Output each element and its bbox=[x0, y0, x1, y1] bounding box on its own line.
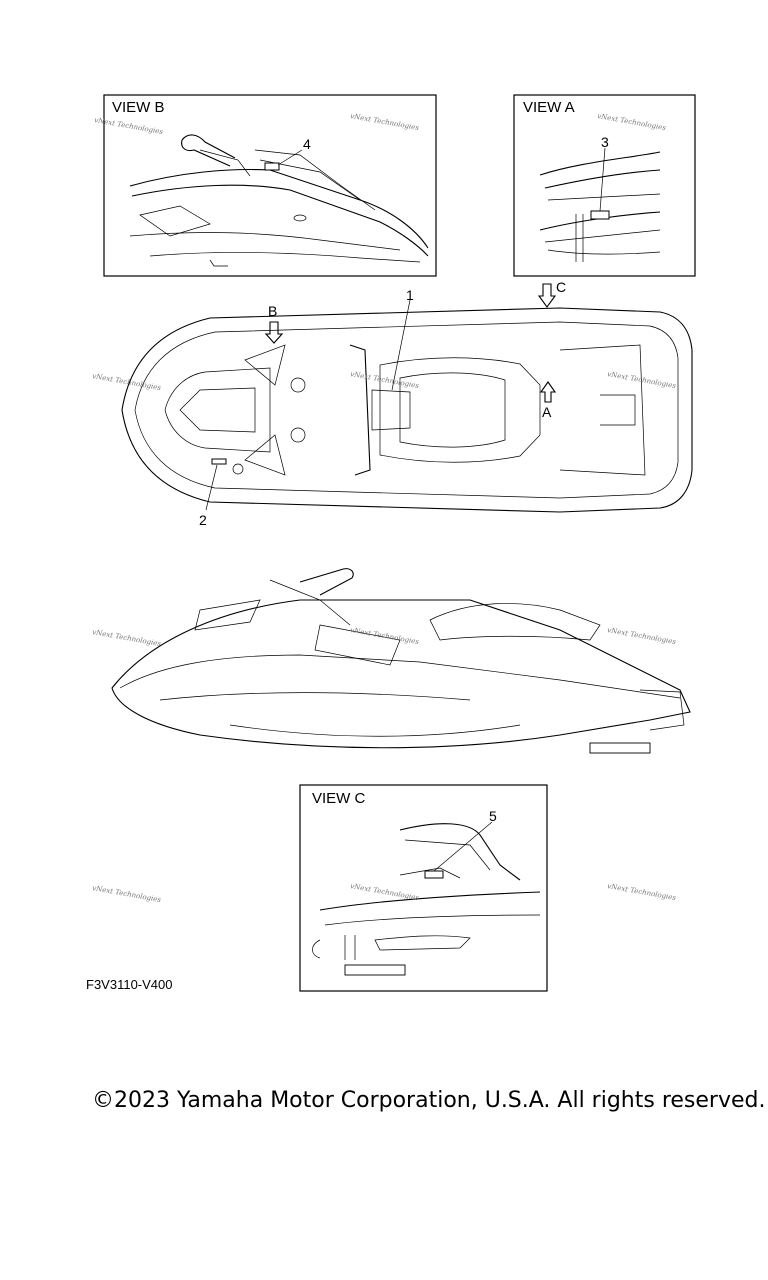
arrow-c-icon bbox=[537, 283, 557, 308]
view-b-panel: VIEW B 4 bbox=[103, 94, 437, 277]
callout-1: 1 bbox=[406, 287, 414, 303]
callout-3: 3 bbox=[601, 134, 609, 150]
arrow-b-icon bbox=[264, 321, 284, 344]
view-c-panel: VIEW C 5 bbox=[299, 784, 548, 992]
view-a-panel: VIEW A 3 bbox=[513, 94, 696, 277]
arrow-b-label: B bbox=[268, 303, 277, 319]
arrow-a-icon bbox=[539, 381, 557, 403]
top-view: 1 2 B C A bbox=[121, 279, 693, 528]
part-code: F3V3110-V400 bbox=[86, 977, 173, 992]
arrow-a-label: A bbox=[542, 404, 552, 420]
callout-2: 2 bbox=[199, 512, 207, 528]
watermark-text: vNext Technologies bbox=[92, 884, 162, 904]
callout-4: 4 bbox=[303, 136, 311, 152]
copyright-notice: ©2023 Yamaha Motor Corporation, U.S.A. A… bbox=[92, 1088, 766, 1113]
side-view bbox=[111, 568, 691, 754]
watermark-text: vNext Technologies bbox=[350, 370, 420, 390]
arrow-c-label: C bbox=[556, 279, 566, 295]
view-b-label: VIEW B bbox=[112, 99, 165, 116]
watermark-text: vNext Technologies bbox=[350, 626, 420, 646]
watermark-text: vNext Technologies bbox=[607, 882, 677, 902]
view-c-label: VIEW C bbox=[312, 790, 366, 807]
watermark-text: vNext Technologies bbox=[92, 628, 162, 648]
callout-5: 5 bbox=[489, 808, 497, 824]
watermark-text: vNext Technologies bbox=[607, 626, 677, 646]
view-a-label: VIEW A bbox=[523, 99, 575, 116]
